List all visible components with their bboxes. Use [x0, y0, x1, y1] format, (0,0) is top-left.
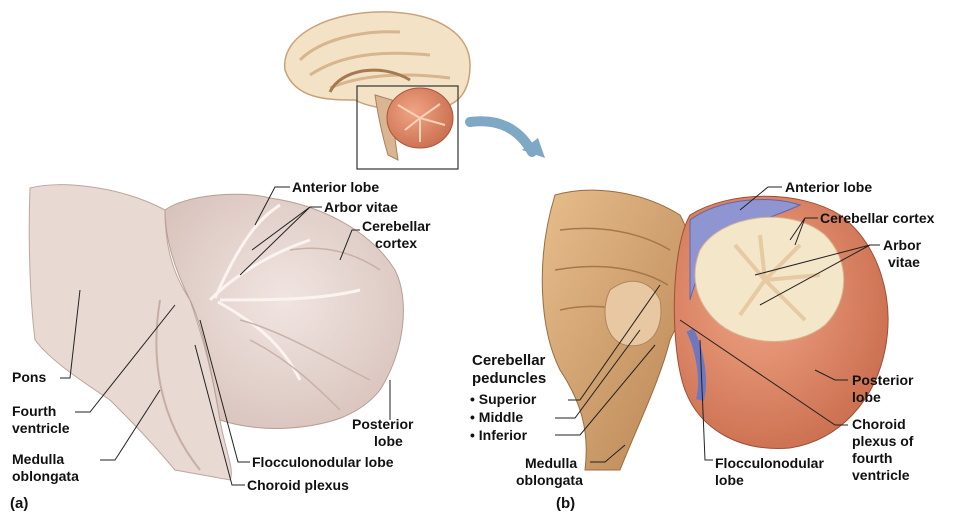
label-peduncles-1: Cerebellar	[472, 352, 545, 369]
panel-letter-b: (b)	[556, 495, 575, 512]
label-peduncles-2: peduncles	[472, 370, 546, 387]
label-medulla-b-2: oblongata	[516, 472, 583, 489]
label-posterior-b-2: lobe	[852, 389, 881, 406]
label-arbor-vitae-a: Arbor vitae	[324, 199, 398, 216]
label-middle: • Middle	[470, 409, 523, 426]
label-medulla-a-2: oblongata	[12, 468, 79, 485]
label-posterior-b-1: Posterior	[852, 372, 913, 389]
label-arbor-b-1: Arbor	[883, 237, 921, 254]
label-anterior-lobe-a: Anterior lobe	[292, 179, 379, 196]
label-posterior-lobe-a-2: lobe	[374, 433, 403, 450]
label-choroid-b-4: ventricle	[852, 467, 910, 484]
label-medulla-a-1: Medulla	[12, 451, 64, 468]
label-fourth-ventricle-1: Fourth	[12, 403, 56, 420]
label-choroid-plexus-a: Choroid plexus	[247, 477, 349, 494]
label-flocculonodular-a: Flocculonodular lobe	[252, 454, 394, 471]
label-medulla-b-1: Medulla	[525, 455, 577, 472]
label-cerebellar-cortex-a-1: Cerebellar	[362, 218, 430, 235]
illustration-cerebellum	[542, 190, 888, 470]
label-pons: Pons	[12, 369, 46, 386]
label-posterior-lobe-a-1: Posterior	[352, 416, 413, 433]
label-flocculonodular-b-1: Flocculonodular	[715, 455, 824, 472]
label-choroid-b-1: Choroid	[852, 416, 906, 433]
label-arbor-b-2: vitae	[888, 254, 920, 271]
inset-brain	[285, 12, 470, 169]
label-flocculonodular-b-2: lobe	[715, 472, 744, 489]
label-superior: • Superior	[470, 391, 536, 408]
label-anterior-lobe-b: Anterior lobe	[785, 179, 872, 196]
photo-specimen	[29, 185, 403, 480]
arrow-icon	[470, 121, 532, 152]
label-choroid-b-2: plexus of	[852, 433, 913, 450]
label-cerebellar-cortex-b: Cerebellar cortex	[820, 210, 934, 227]
label-fourth-ventricle-2: ventricle	[12, 420, 70, 437]
label-inferior: • Inferior	[470, 427, 527, 444]
label-choroid-b-3: fourth	[852, 450, 892, 467]
panel-letter-a: (a)	[10, 495, 28, 512]
label-cerebellar-cortex-a-2: cortex	[375, 235, 417, 252]
